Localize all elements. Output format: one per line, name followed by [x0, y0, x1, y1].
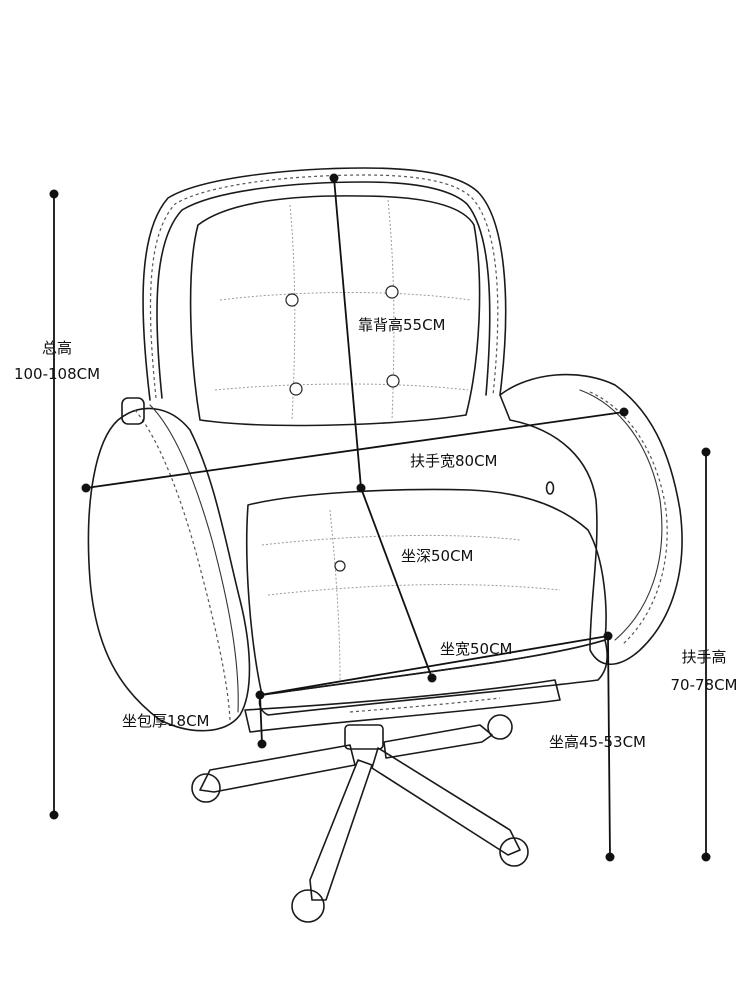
seat-front-edge: [258, 639, 608, 716]
tuft-button: [334, 560, 346, 572]
dimension-labels: 总高 100-108CM 靠背高55CM 扶手宽80CM 坐深50CM 坐宽50…: [14, 316, 738, 751]
base-leg: [309, 759, 373, 901]
armrest-width-label: 扶手宽80CM: [410, 452, 498, 470]
dimension-lines: [49, 173, 711, 862]
seat-thickness-line: [259, 694, 263, 745]
tuft-button: [285, 293, 299, 307]
base-leg: [199, 744, 356, 793]
tuft-button: [385, 285, 399, 299]
gas-lift: [344, 724, 384, 750]
seat-width-line: [259, 635, 609, 696]
armrest-height-value: 70-78CM: [670, 676, 737, 694]
seat-cushion: [245, 488, 607, 696]
office-chair-illustration: [87, 167, 683, 923]
backrest-height-line: [333, 177, 362, 489]
seat-base: [244, 679, 561, 733]
base-leg: [383, 724, 493, 759]
tuft-button: [289, 382, 303, 396]
caster-wheel: [291, 889, 325, 923]
right-armrest: [499, 373, 683, 665]
seat-height-label: 坐高45-53CM: [549, 733, 646, 751]
armrest-height-label: 扶手高: [681, 648, 726, 666]
tuft-button: [386, 374, 400, 388]
seat-depth-line: [360, 487, 433, 679]
seat-depth-label: 坐深50CM: [401, 547, 474, 565]
left-armrest: [87, 407, 251, 732]
caster-wheel: [191, 773, 221, 803]
total-height-label: 总高: [42, 339, 72, 357]
caster-wheel: [499, 837, 529, 867]
backrest-frame: [142, 167, 507, 401]
total-height-value: 100-108CM: [14, 365, 100, 383]
seat-width-label: 坐宽50CM: [440, 640, 513, 658]
backrest-inner-edge: [156, 181, 491, 399]
seat-height-line: [607, 635, 611, 858]
backrest-height-label: 靠背高55CM: [358, 316, 446, 334]
armrest-width-line: [85, 411, 625, 489]
seat-thickness-label: 坐包厚18CM: [122, 712, 210, 730]
backrest-cushion: [189, 195, 481, 427]
caster-wheel: [487, 714, 513, 740]
base-leg: [371, 747, 521, 856]
